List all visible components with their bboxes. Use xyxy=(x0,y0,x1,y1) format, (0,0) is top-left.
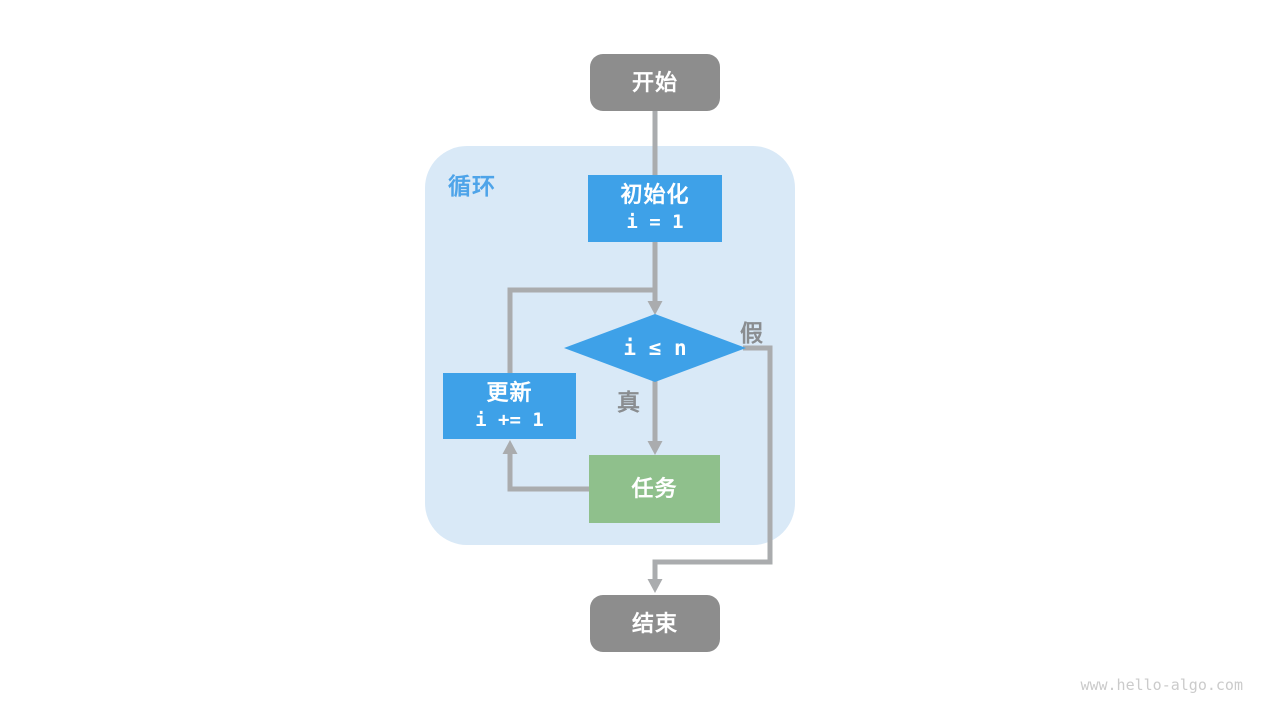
loop-region-label: 循环 xyxy=(448,173,496,199)
arrowhead-into-task xyxy=(647,441,663,455)
connector-update-loopback xyxy=(507,287,655,374)
init-node: 初始化 i = 1 xyxy=(588,175,722,242)
update-node-code: i += 1 xyxy=(475,408,544,431)
watermark-text: www.hello-algo.com xyxy=(1080,676,1243,694)
connector-condition-to-end xyxy=(652,345,773,580)
condition-label: i ≤ n xyxy=(623,336,687,360)
end-node-label: 结束 xyxy=(631,610,678,636)
task-node: 任务 xyxy=(589,455,720,523)
task-node-label: 任务 xyxy=(631,476,678,501)
update-node: 更新 i += 1 xyxy=(443,373,576,439)
true-branch-label: 真 xyxy=(617,389,640,415)
condition-diamond xyxy=(564,314,746,382)
arrowhead-into-update xyxy=(502,440,518,454)
start-node-label: 开始 xyxy=(631,69,678,95)
start-node: 开始 xyxy=(590,54,720,111)
init-node-code: i = 1 xyxy=(626,211,684,233)
update-node-label: 更新 xyxy=(486,379,533,405)
end-node: 结束 xyxy=(590,595,720,652)
connector-task-to-update xyxy=(507,454,590,492)
arrowhead-into-end xyxy=(647,579,663,593)
condition-diamond-shape xyxy=(564,314,746,382)
false-branch-label: 假 xyxy=(740,320,763,346)
init-node-label: 初始化 xyxy=(620,182,690,207)
arrowhead-into-condition xyxy=(647,301,663,315)
